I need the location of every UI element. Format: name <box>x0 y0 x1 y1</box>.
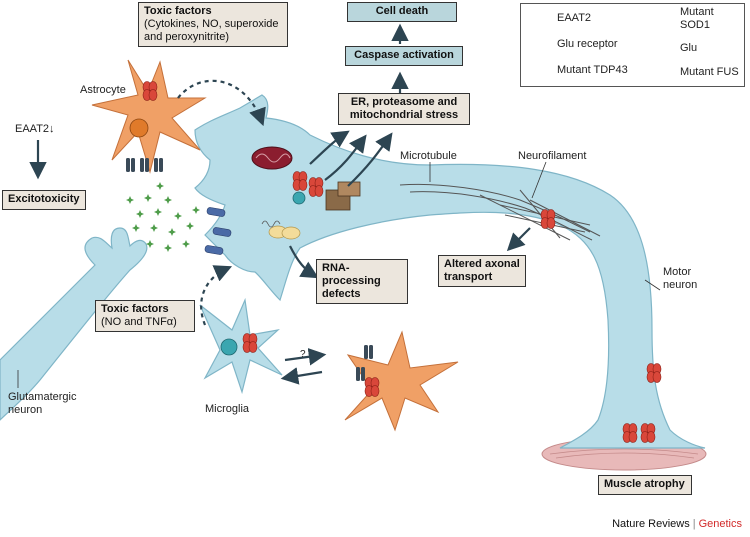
axonal-line2: transport <box>444 271 493 283</box>
cytoskeleton-lines <box>399 183 601 241</box>
microglia-shape <box>199 297 283 395</box>
arrow-er-1 <box>309 130 350 165</box>
toxic-factors-top-title: Toxic factors <box>144 5 212 17</box>
sod1-soma <box>292 171 308 191</box>
caspase-box: Caspase activation <box>345 46 463 66</box>
legend-mutant-sod1-line1: Mutant <box>680 6 714 18</box>
arrow-rna <box>289 245 319 279</box>
toxic-factors-top-detail2: and peroxynitrite) <box>144 31 229 43</box>
proteasome-shape <box>325 181 361 211</box>
toxic-factors-top-detail1: (Cytokines, NO, superoxide <box>144 18 279 30</box>
legend-glu: Glu <box>680 42 698 54</box>
microglia-nucleus <box>220 338 238 356</box>
legend-eaat2: EAAT2 <box>557 12 592 24</box>
glutamatergic-label-1: Glutamatergic <box>8 391 77 403</box>
mitochondrion <box>251 146 293 170</box>
question-mark-label: ? <box>300 349 306 360</box>
rna-line1: RNA-processing <box>322 262 381 287</box>
legend-mutant-sod1-line2: SOD1 <box>680 19 710 31</box>
astrocyte-label: Astrocyte <box>80 84 126 96</box>
sod1-muscle-2 <box>622 423 638 443</box>
legend-mutant-tdp43: Mutant TDP43 <box>557 64 628 76</box>
sod1-astro-bottom <box>364 377 380 397</box>
motor-neuron-label-2: neuron <box>663 279 698 291</box>
er-stress-line1: ER, proteasome and <box>350 96 458 108</box>
journal-name: Nature Reviews <box>612 518 690 530</box>
leader-neurofilament <box>531 161 547 199</box>
astrocyte-top-shape <box>91 59 207 174</box>
astrocyte-bottom-shape <box>344 330 459 432</box>
eaat2-astro-3 <box>154 158 163 172</box>
sod1-muscle-1 <box>640 423 656 443</box>
glu-receptor-1 <box>206 206 226 218</box>
eaat2-down-label: EAAT2↓ <box>15 123 55 135</box>
axonal-line1: Altered axonal <box>444 258 520 270</box>
fus-astrocyte <box>129 118 149 138</box>
sod1-astrocyte <box>142 81 158 101</box>
rna-processing-box: RNA-processing defects <box>316 259 408 304</box>
eaat2-astro-1 <box>126 158 135 172</box>
arrow-axonal <box>506 227 531 252</box>
glutamatergic-neuron-shape <box>0 227 148 421</box>
er-stress-line2: mitochondrial stress <box>349 109 459 121</box>
muscle-atrophy-box: Muscle atrophy <box>598 475 692 495</box>
arrow-astro-to-microglia <box>280 367 323 385</box>
excitotoxicity-box: Excitotoxicity <box>2 190 86 210</box>
sod1-soma-2 <box>308 177 324 197</box>
sod1-axon <box>540 209 556 229</box>
journal-subject: Genetics <box>698 518 742 530</box>
journal-credit: Nature Reviews|Genetics <box>612 518 742 530</box>
toxic-factors-top-box: Toxic factors (Cytokines, NO, superoxide… <box>138 2 288 47</box>
arrow-toxic-top <box>177 79 266 127</box>
er-stress-box: ER, proteasome and mitochondrial stress <box>338 93 470 125</box>
arrow-er-3 <box>347 132 393 187</box>
leader-motor <box>644 279 661 291</box>
eaat2-astro-2 <box>140 158 149 172</box>
arrow-er-2 <box>324 134 367 181</box>
arrow-microglia-to-astro <box>284 348 327 366</box>
rna-line2: defects <box>322 288 361 300</box>
neuron-nucleus <box>292 191 306 205</box>
axonal-transport-box: Altered axonal transport <box>438 255 526 287</box>
microtubule-label: Microtubule <box>400 150 457 162</box>
arrow-toxic-low <box>200 265 233 326</box>
sod1-microglia <box>242 333 258 353</box>
tdp43-2 <box>281 226 301 240</box>
sod1-terminal <box>646 363 662 383</box>
rna-strand <box>261 220 281 228</box>
legend <box>520 3 745 87</box>
toxic-factors-low-title: Toxic factors <box>101 303 169 315</box>
toxic-factors-low-detail: (NO and TNFα) <box>101 316 177 328</box>
microglia-label: Microglia <box>205 403 250 415</box>
motor-neuron-label-1: Motor <box>663 266 692 278</box>
eaat2-astro-bottom-2 <box>364 345 373 359</box>
cell-death-box: Cell death <box>347 2 457 22</box>
neurofilament-label: Neurofilament <box>518 150 587 162</box>
toxic-factors-low-box: Toxic factors (NO and TNFα) <box>95 300 195 332</box>
legend-glu-receptor: Glu receptor <box>557 38 618 50</box>
glutamatergic-label-2: neuron <box>8 404 43 416</box>
legend-mutant-fus: Mutant FUS <box>680 66 739 78</box>
